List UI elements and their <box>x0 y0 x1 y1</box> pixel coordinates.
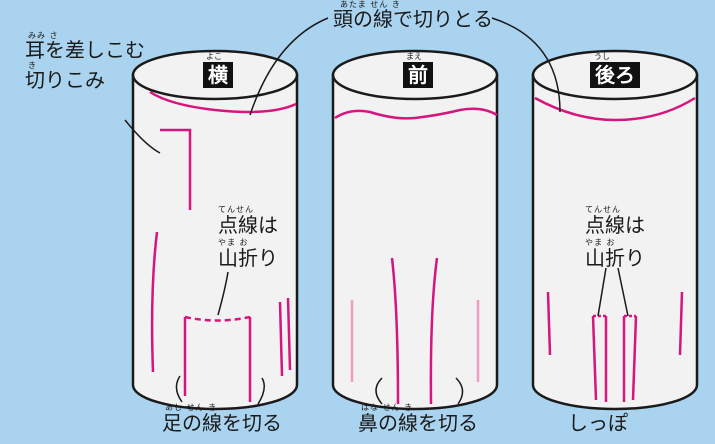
fold-left-ruby-2: やま お <box>218 238 249 247</box>
nose-cut-ruby: はな せん き <box>361 403 414 412</box>
cylinder-front <box>331 49 499 411</box>
tail-line <box>631 315 638 401</box>
fold-left-label-2: 山折り <box>218 246 278 270</box>
head-cut-label: 頭の線で切りとる <box>333 7 493 31</box>
ear-slit-line <box>160 128 192 210</box>
leg-line <box>150 231 159 373</box>
ear-slit-ruby-2: き <box>28 61 37 70</box>
view-title-front: 前 <box>403 62 433 88</box>
cylinder-side <box>131 49 299 411</box>
view-ruby-side: よこ <box>206 52 222 61</box>
leg-line <box>286 297 292 371</box>
fold-right-ruby-2: やま お <box>585 238 616 247</box>
nose-line <box>429 257 439 405</box>
fold-right-label-2: 山折り <box>585 246 645 270</box>
view-ruby-front: まえ <box>406 52 422 61</box>
leg-line <box>546 291 552 356</box>
fold-left-label-1: 点線は <box>218 213 278 237</box>
foot-cut-label: 足の線を切る <box>162 411 282 435</box>
fold-left-ruby-1: てんせん <box>218 205 254 214</box>
ear-slit-label-2: 切りこみ <box>25 68 105 92</box>
fold-right-label-1: 点線は <box>585 213 645 237</box>
view-ruby-back: うし <box>594 52 610 61</box>
ear-slit-label-1: 耳を差しこむ <box>25 38 145 62</box>
foot-cut-ruby: あし せん き <box>165 403 218 412</box>
leg-line <box>278 301 284 377</box>
ear-slit-ruby-1: みみ さ <box>28 31 59 40</box>
fold-dotted-line <box>184 315 251 322</box>
head-cut-line <box>149 90 297 114</box>
tail-line <box>591 315 598 401</box>
nose-cut-label: 鼻の線を切る <box>358 411 478 435</box>
fold-right-ruby-1: てんせん <box>585 205 621 214</box>
head-cut-line <box>534 96 696 122</box>
view-title-side: 横 <box>203 62 233 88</box>
nose-line <box>390 257 400 405</box>
head-cut-line <box>334 107 498 120</box>
leg-line <box>678 291 684 356</box>
leader-lines <box>124 17 629 405</box>
view-title-back: 後ろ <box>590 62 640 88</box>
head-cut-ruby: あたま せん き <box>340 0 401 9</box>
tail-label: しっぽ <box>568 411 628 435</box>
